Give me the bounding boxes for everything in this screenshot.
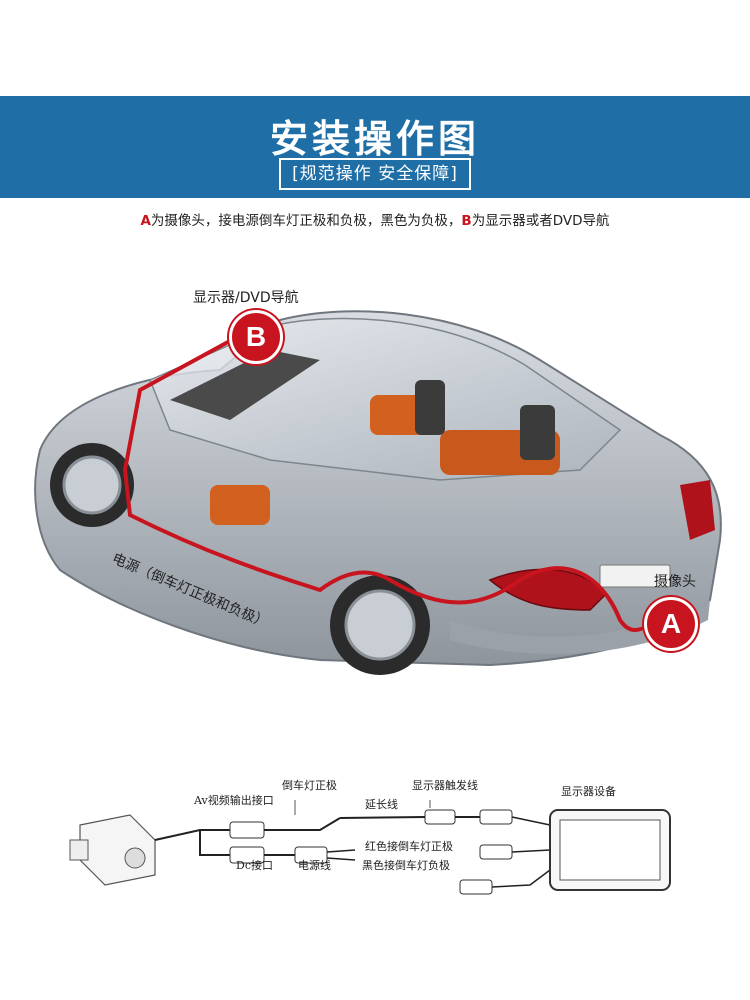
tail-light-right bbox=[680, 480, 715, 540]
display-line-3 bbox=[491, 869, 551, 888]
license-plate bbox=[599, 564, 671, 588]
power-red bbox=[326, 849, 356, 853]
extension-label: 延长线 bbox=[365, 798, 398, 811]
av-output-label: Av视频输出接口 bbox=[194, 794, 274, 807]
seat-front-left bbox=[210, 485, 270, 525]
instruction-b-text: 为显示器或者DVD导航 bbox=[471, 213, 610, 229]
rear-wheel-rim bbox=[344, 589, 416, 661]
camera-cable bbox=[154, 829, 230, 841]
black-negative-label: 黑色接倒车灯负极 bbox=[362, 859, 450, 872]
dc-port-label: Dc接口 bbox=[236, 859, 273, 872]
power-black bbox=[326, 857, 356, 861]
power-plug bbox=[294, 846, 328, 864]
extension-plug bbox=[424, 809, 456, 825]
instruction-a-text: 为摄像头，接电源倒车灯正极和负极，黑色为负极， bbox=[150, 213, 462, 229]
page-title: 安装操作图 bbox=[269, 117, 480, 161]
display-plug-3 bbox=[459, 879, 493, 895]
instruction-a-letter: A bbox=[140, 213, 151, 229]
extension-line bbox=[339, 816, 426, 819]
badge-b: B bbox=[229, 310, 283, 364]
display-label: 显示器/DVD导航 bbox=[193, 290, 299, 306]
monitor-screen bbox=[559, 819, 661, 881]
display-line-1 bbox=[511, 816, 551, 830]
instruction-text: A为摄像头，接电源倒车灯正极和负极，黑色为负极，B为显示器或者DVD导航 bbox=[0, 209, 750, 229]
wiring-diagram bbox=[69, 800, 671, 895]
camera-icon bbox=[69, 814, 156, 886]
rear-bumper bbox=[450, 600, 710, 654]
av-line bbox=[264, 817, 341, 831]
front-wheel-rim bbox=[62, 455, 122, 515]
display-plug-1 bbox=[479, 809, 513, 825]
seat-front-right bbox=[370, 395, 425, 435]
display-device-label: 显示器设备 bbox=[561, 785, 616, 798]
power-cable-label: 电源线 bbox=[298, 859, 331, 872]
camera-label: 摄像头 bbox=[654, 574, 696, 590]
badge-a: A bbox=[644, 597, 698, 651]
seat-backrest bbox=[415, 380, 445, 435]
dashboard bbox=[170, 350, 320, 420]
reverse-positive-label: 倒车灯正极 bbox=[282, 779, 337, 792]
red-positive-label: 红色接倒车灯正极 bbox=[365, 840, 453, 853]
instruction-b-letter: B bbox=[461, 213, 472, 229]
page-subtitle: [规范操作 安全保障] bbox=[279, 158, 471, 190]
wiring-harness bbox=[122, 328, 652, 632]
av-connector bbox=[229, 821, 265, 839]
display-trigger-label: 显示器触发线 bbox=[412, 779, 478, 792]
header-banner bbox=[0, 96, 750, 198]
display-plug-2 bbox=[479, 844, 513, 860]
camera-cable-dc bbox=[199, 830, 230, 856]
car-illustration bbox=[34, 310, 722, 675]
display-line-2 bbox=[511, 849, 551, 853]
seat-backrest-rear bbox=[520, 405, 555, 460]
